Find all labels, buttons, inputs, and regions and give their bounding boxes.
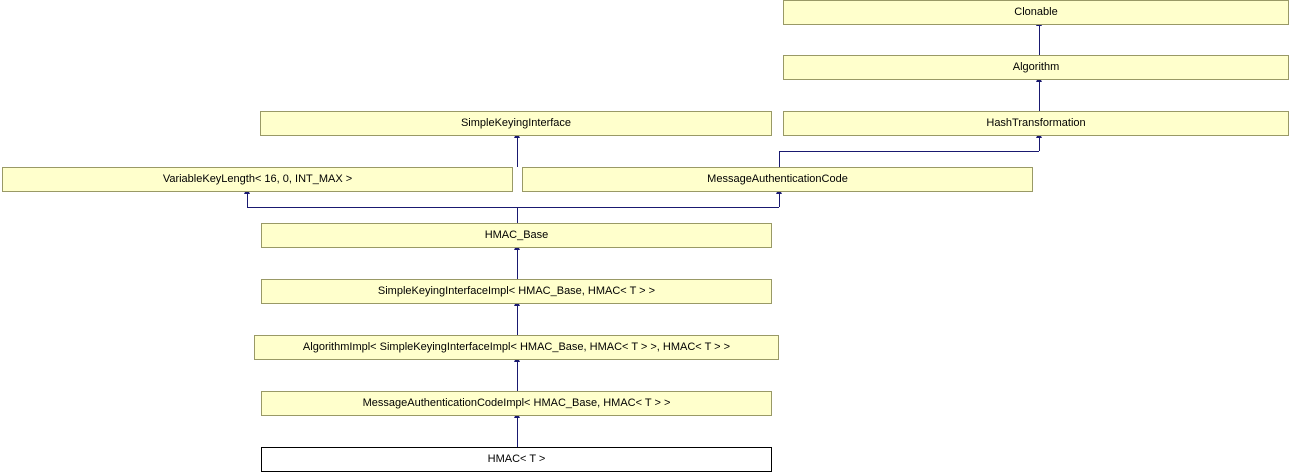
- edge-segment-vertical: [517, 362, 518, 391]
- edge-segment-vertical: [517, 250, 518, 279]
- class-node-label: SimpleKeyingInterfaceImpl< HMAC_Base, HM…: [377, 285, 656, 297]
- class-node-hmacbase[interactable]: HMAC_Base: [261, 223, 772, 248]
- class-node-clonable[interactable]: Clonable: [783, 0, 1289, 25]
- class-node-ski[interactable]: SimpleKeyingInterface: [260, 111, 772, 136]
- class-node-label: Algorithm: [1012, 61, 1060, 73]
- edge-segment-vertical: [517, 418, 518, 447]
- class-node-label: VariableKeyLength< 16, 0, INT_MAX >: [162, 173, 353, 185]
- edge-segment-vertical: [779, 194, 780, 207]
- edge-segment-vertical: [1039, 138, 1040, 151]
- edge-segment-horizontal: [779, 151, 1039, 152]
- class-node-label: SimpleKeyingInterface: [460, 117, 572, 129]
- edge-segment-horizontal: [247, 207, 517, 208]
- class-node-skiimpl[interactable]: SimpleKeyingInterfaceImpl< HMAC_Base, HM…: [261, 279, 772, 304]
- class-node-hashtransform[interactable]: HashTransformation: [783, 111, 1289, 136]
- class-node-hmac[interactable]: HMAC< T >: [261, 447, 772, 472]
- class-node-vkl[interactable]: VariableKeyLength< 16, 0, INT_MAX >: [2, 167, 513, 192]
- class-node-label: HMAC< T >: [487, 453, 546, 465]
- class-node-label: HashTransformation: [986, 117, 1086, 129]
- class-node-label: MessageAuthenticationCode: [707, 173, 848, 185]
- class-node-algimpl[interactable]: AlgorithmImpl< SimpleKeyingInterfaceImpl…: [254, 335, 779, 360]
- class-node-label: Clonable: [1014, 6, 1058, 18]
- class-node-algorithm[interactable]: Algorithm: [783, 55, 1289, 80]
- class-node-label: MessageAuthenticationCodeImpl< HMAC_Base…: [362, 397, 671, 409]
- edge-segment-vertical: [247, 194, 248, 207]
- class-node-label: HMAC_Base: [484, 229, 549, 241]
- edge-segment-vertical: [517, 207, 518, 223]
- edge-segment-vertical: [1039, 26, 1040, 55]
- class-node-macimpl[interactable]: MessageAuthenticationCodeImpl< HMAC_Base…: [261, 391, 772, 416]
- class-node-label: AlgorithmImpl< SimpleKeyingInterfaceImpl…: [302, 341, 731, 353]
- edge-segment-vertical: [517, 138, 518, 167]
- class-node-mac[interactable]: MessageAuthenticationCode: [522, 167, 1033, 192]
- edge-segment-vertical: [1039, 82, 1040, 111]
- edge-segment-horizontal: [517, 207, 779, 208]
- edge-segment-vertical: [517, 306, 518, 335]
- edge-segment-vertical: [779, 151, 780, 167]
